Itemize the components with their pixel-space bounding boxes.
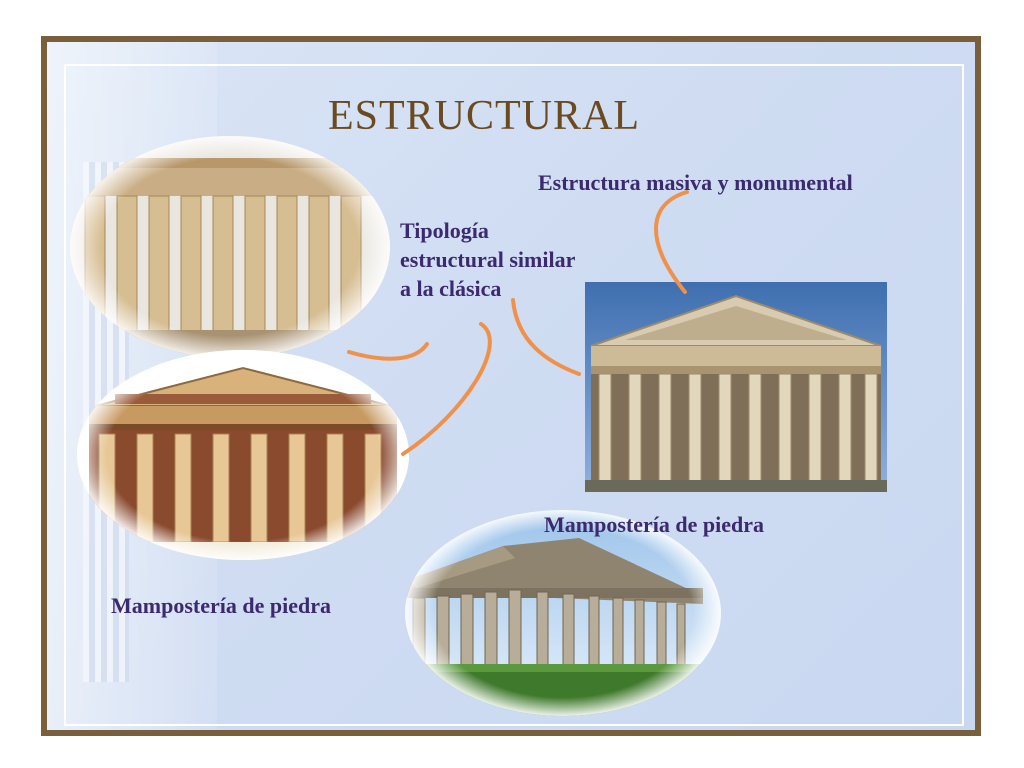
label-stone-masonry-right: Mampostería de piedra	[544, 512, 764, 537]
label-classical-typology-line-3: a la clásica	[400, 276, 502, 301]
parthenon-ruin-photo	[70, 136, 390, 358]
label-classical-typology-line-2: estructural similar	[400, 247, 576, 272]
label-classical-typology-line-1: Tipología	[400, 218, 489, 243]
slide-title: ESTRUCTURAL	[328, 93, 641, 139]
nashville-parthenon-photo	[405, 510, 721, 716]
slide-background: ESTRUCTURAL	[47, 42, 975, 730]
slide-frame: ESTRUCTURAL	[41, 36, 981, 736]
label-classical-typology: Tipología estructural similar a la clási…	[400, 216, 575, 303]
label-stone-masonry-left: Mampostería de piedra	[111, 593, 331, 618]
parthenon-reconstruction-photo	[77, 350, 409, 560]
label-massive-structure: Estructura masiva y monumental	[538, 170, 853, 195]
inner-white-border	[64, 64, 964, 726]
madeleine-church-photo	[585, 282, 887, 492]
